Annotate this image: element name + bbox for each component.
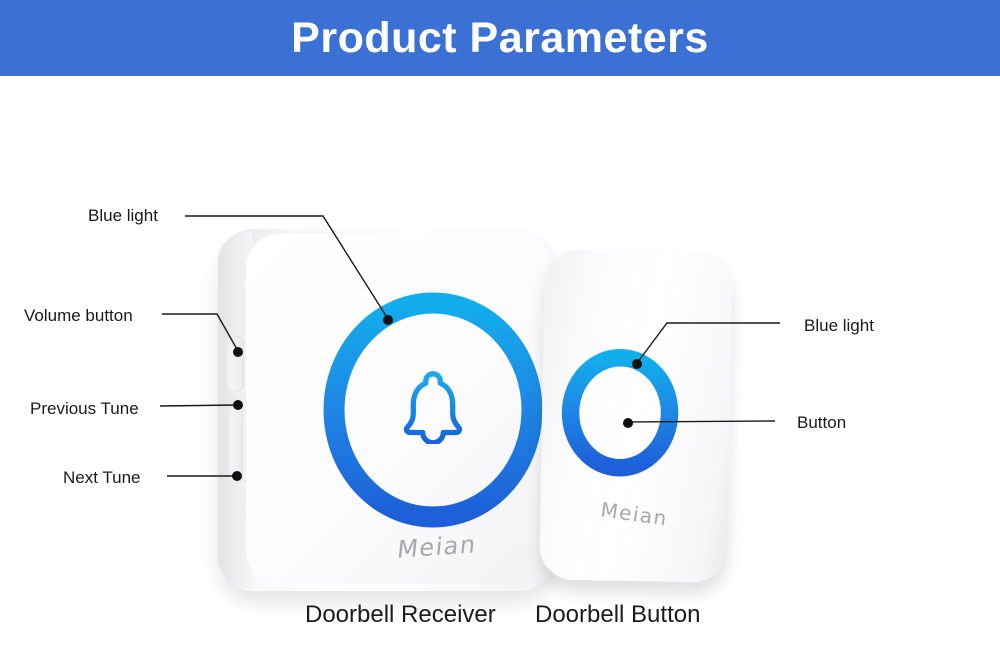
- caption-doorbell-receiver: Doorbell Receiver: [305, 601, 496, 628]
- header-banner: Product Parameters: [0, 0, 1000, 76]
- tune-rocker-pill: [229, 404, 243, 484]
- bell-icon: [403, 371, 463, 444]
- doorbell-button-image: Meian: [539, 249, 733, 583]
- volume-button-pill: [227, 336, 244, 393]
- callout-label-next-tune: Next Tune: [63, 468, 141, 487]
- callout-label-volume-button: Volume button: [24, 306, 133, 325]
- caption-doorbell-button: Doorbell Button: [535, 601, 701, 628]
- callout-label-blue-light-receiver: Blue light: [88, 206, 158, 225]
- doorbell-receiver-image: ♪ ♪ ♪ Me: [218, 229, 555, 591]
- page-title: Product Parameters: [291, 13, 709, 62]
- callout-label-previous-tune: Previous Tune: [30, 399, 139, 418]
- receiver-blue-light-ring-icon: [323, 292, 543, 528]
- button-blue-light-ring-icon: [561, 348, 679, 477]
- callout-label-button: Button: [797, 413, 847, 432]
- callout-label-blue-light-button: Blue light: [804, 316, 874, 335]
